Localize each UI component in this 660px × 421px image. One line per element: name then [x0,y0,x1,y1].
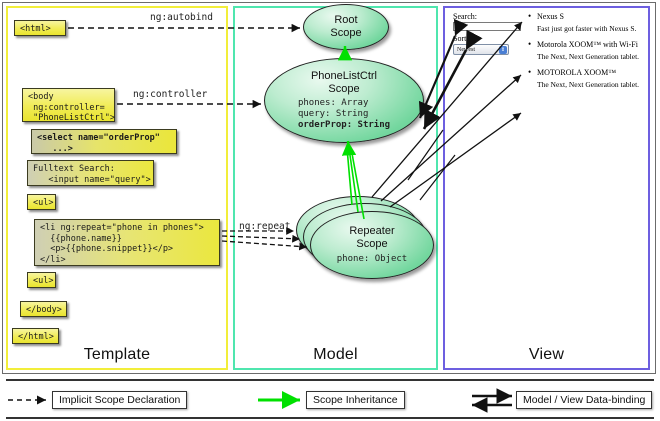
search-label: Search: [453,12,477,21]
view-rendered-app: Search: Sort by: Newest ⇕ Nexus S Fast j… [453,11,646,142]
edge-label-ng-repeat: ng:repeat [239,221,291,232]
column-label-view: View [528,346,565,363]
code-box-select: <select name="orderProp" ...> [31,129,177,154]
code-box-ul-close: <ul> [27,272,56,288]
list-item: Nexus S Fast just got faster with Nexus … [528,11,646,33]
phone-name[interactable]: Nexus S [528,11,646,21]
prop-query: query: String [297,109,369,120]
edge-label-ng-autobind: ng:autobind [150,12,213,23]
phone-name[interactable]: Motorola XOOM™ with Wi-Fi [528,39,646,49]
column-label-template: Template [83,346,151,363]
sort-by-select[interactable]: Newest ⇕ [453,44,509,55]
list-item: MOTOROLA XOOM™ The Next, Next Generation… [528,67,646,89]
sort-by-selected-value: Newest [457,46,475,53]
legend-rule-bottom [6,417,654,419]
phone-snippet: Fast just got faster with Nexus S. [537,24,637,33]
code-box-li-repeat: <li ng:repeat="phone in phones"> {{phone… [34,219,220,266]
legend-rule-top [6,379,654,381]
phone-name[interactable]: MOTOROLA XOOM™ [528,67,646,77]
scope-phonelistctrl-props: phones: Array query: String orderProp: S… [298,98,390,130]
legend-label-implicit-scope-declaration: Implicit Scope Declaration [52,391,188,409]
legend-label-data-binding: Model / View Data-binding [516,391,653,409]
code-box-ul-open: <ul> [27,194,56,210]
phone-snippet: The Next, Next Generation tablet. [537,52,640,61]
code-box-html-close: </html> [12,328,59,344]
column-label-model: Model [313,346,358,363]
prop-phones: phones: Array [297,98,369,109]
chevron-updown-icon: ⇕ [499,46,507,54]
edge-label-ng-controller: ng:controller [133,89,208,100]
prop-phone: phone: Object [336,253,408,264]
search-input[interactable] [453,22,521,31]
legend-label-scope-inheritance: Scope Inheritance [306,391,405,409]
phone-snippet: The Next, Next Generation tablet. [537,80,640,89]
code-box-body-close: </body> [20,301,67,317]
code-box-body: <body ng:controller= "PhoneListCtrl"> [22,88,115,123]
scope-repeater-props: phone: Object [337,254,407,265]
legend: Implicit Scope Declaration Scope Inherit… [0,379,660,421]
list-item: Motorola XOOM™ with Wi-Fi The Next, Next… [528,39,646,61]
code-box-fulltext-search: Fulltext Search: <input name="query"> [27,160,154,186]
code-box-html-open: <html> [14,20,66,36]
phone-list: Nexus S Fast just got faster with Nexus … [528,11,646,96]
prop-orderprop: orderProp: String [297,120,391,131]
